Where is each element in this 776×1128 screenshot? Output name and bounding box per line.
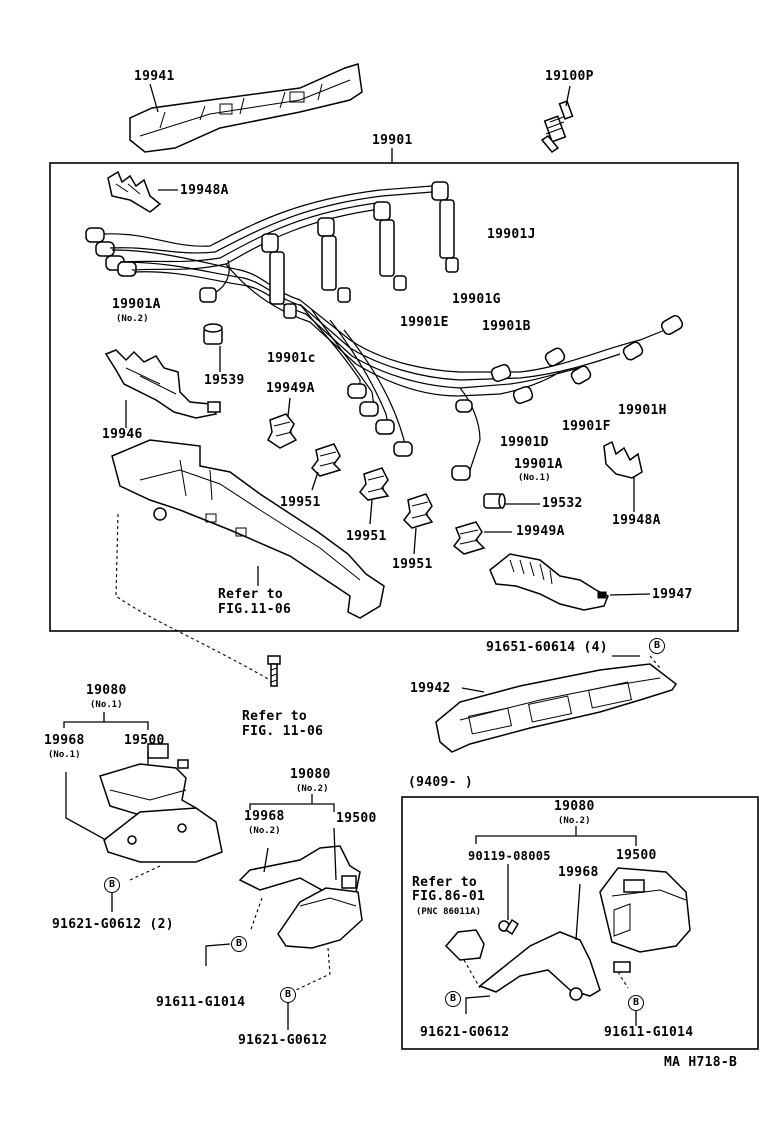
label-19080-no2-right-sub: (No.2) <box>558 816 591 826</box>
label-91611-right: 91611-G1014 <box>604 1025 694 1040</box>
ignition-wire-set-drawing <box>85 181 684 481</box>
label-refer-fig8601-1: Refer to <box>412 875 478 890</box>
label-19901F: 19901F <box>562 419 611 434</box>
label-19901D: 19901D <box>500 435 549 450</box>
label-19947: 19947 <box>652 587 693 602</box>
label-refer-fig1106-a-2: FIG.11-06 <box>218 602 292 617</box>
cover-19942-drawing <box>435 663 678 753</box>
label-19951-b: 19951 <box>346 529 387 544</box>
label-19951-c: 19951 <box>392 557 433 572</box>
label-19901A-no1-sub: (No.1) <box>518 473 551 483</box>
b-marker-91611-mid: B <box>231 936 247 952</box>
label-19901A-no2: 19901A <box>112 297 161 312</box>
label-19080-no1-sub: (No.1) <box>90 700 123 710</box>
clamp-19949A-top-drawing <box>267 413 298 449</box>
label-refer-fig8601-2: FIG.86-01 <box>412 889 486 904</box>
clamp-19951-b-drawing <box>359 467 390 501</box>
label-91611-mid: 91611-G1014 <box>156 995 246 1010</box>
b-marker-91621-right: B <box>445 991 461 1007</box>
label-91621-right: 91621-G0612 <box>420 1025 510 1040</box>
label-refer-fig1106-b-1: Refer to <box>242 709 308 724</box>
label-19968-no2-sub: (No.2) <box>248 826 281 836</box>
label-19901B: 19901B <box>482 319 531 334</box>
bracket-19946-drawing <box>104 349 221 419</box>
label-19901A-no1: 19901A <box>514 457 563 472</box>
label-90119: 90119-08005 <box>468 849 551 863</box>
label-19500-right: 19500 <box>616 848 657 863</box>
label-19080-no2-right: 19080 <box>554 799 595 814</box>
label-19500-mid: 19500 <box>336 811 377 826</box>
label-19901C: 19901c <box>267 351 316 366</box>
label-19080-no1: 19080 <box>86 683 127 698</box>
label-19901J: 19901J <box>487 227 536 242</box>
label-91651: 91651-60614 (4) <box>486 640 608 655</box>
label-19539: 19539 <box>204 373 245 388</box>
label-19968-no1: 19968 <box>44 733 85 748</box>
cover-19941-drawing <box>129 63 363 153</box>
label-19949A-bottom: 19949A <box>516 524 565 539</box>
bolt-drawing <box>267 655 281 687</box>
clip-19948A-right-drawing <box>603 440 643 479</box>
label-pnc: (PNC 86011A) <box>416 907 482 917</box>
label-19948A-right: 19948A <box>612 513 661 528</box>
label-19946: 19946 <box>102 427 143 442</box>
label-19951-a: 19951 <box>280 495 321 510</box>
clip-19948A-top-drawing <box>107 170 162 213</box>
clamp-19949A-bottom-drawing <box>452 521 486 555</box>
label-19968-right: 19968 <box>558 865 599 880</box>
label-19968-no2: 19968 <box>244 809 285 824</box>
bracket-lower-left-drawing <box>111 439 385 619</box>
label-19500-left: 19500 <box>124 733 165 748</box>
label-19901H: 19901H <box>618 403 667 418</box>
part-19539-drawing <box>203 323 223 345</box>
label-19901E: 19901E <box>400 315 449 330</box>
ignition-coil-no2-right-drawing <box>444 867 691 1001</box>
label-refer-fig1106-a-1: Refer to <box>218 587 284 602</box>
label-19949A-top: 19949A <box>266 381 315 396</box>
label-19941: 19941 <box>134 69 175 84</box>
clamp-19951-c-drawing <box>403 493 434 529</box>
spark-plug-drawing <box>540 100 574 153</box>
ignition-coil-no2-mid-drawing <box>238 845 363 949</box>
b-marker-91621-mid: B <box>280 987 296 1003</box>
bracket-19947-drawing <box>489 553 609 611</box>
later-model-box <box>401 796 759 1050</box>
label-91621-left: 91621-G0612 (2) <box>52 917 174 932</box>
ignition-coil-no1-drawing <box>99 743 223 863</box>
label-19968-no1-sub: (No.1) <box>48 750 81 760</box>
b-marker-91651: B <box>649 638 665 654</box>
main-assembly-box <box>49 162 739 632</box>
label-91621-mid: 91621-G0612 <box>238 1033 328 1048</box>
label-19901: 19901 <box>372 133 413 148</box>
part-19532-drawing <box>483 493 506 509</box>
label-19942: 19942 <box>410 681 451 696</box>
clamp-19951-a-drawing <box>311 443 342 477</box>
label-refer-fig1106-b-2: FIG. 11-06 <box>242 724 324 739</box>
label-19100P: 19100P <box>545 69 594 84</box>
b-marker-91611-right: B <box>628 995 644 1011</box>
b-marker-91621-left: B <box>104 877 120 893</box>
label-19080-no2-mid: 19080 <box>290 767 331 782</box>
label-19080-no2-mid-sub: (No.2) <box>296 784 329 794</box>
label-19901A-no2-sub: (No.2) <box>116 314 149 324</box>
label-19948A-top: 19948A <box>180 183 229 198</box>
footer-code: MA H718-B <box>664 1055 738 1070</box>
label-19532: 19532 <box>542 496 583 511</box>
label-19901G: 19901G <box>452 292 501 307</box>
label-date-range: (9409- ) <box>408 775 474 790</box>
